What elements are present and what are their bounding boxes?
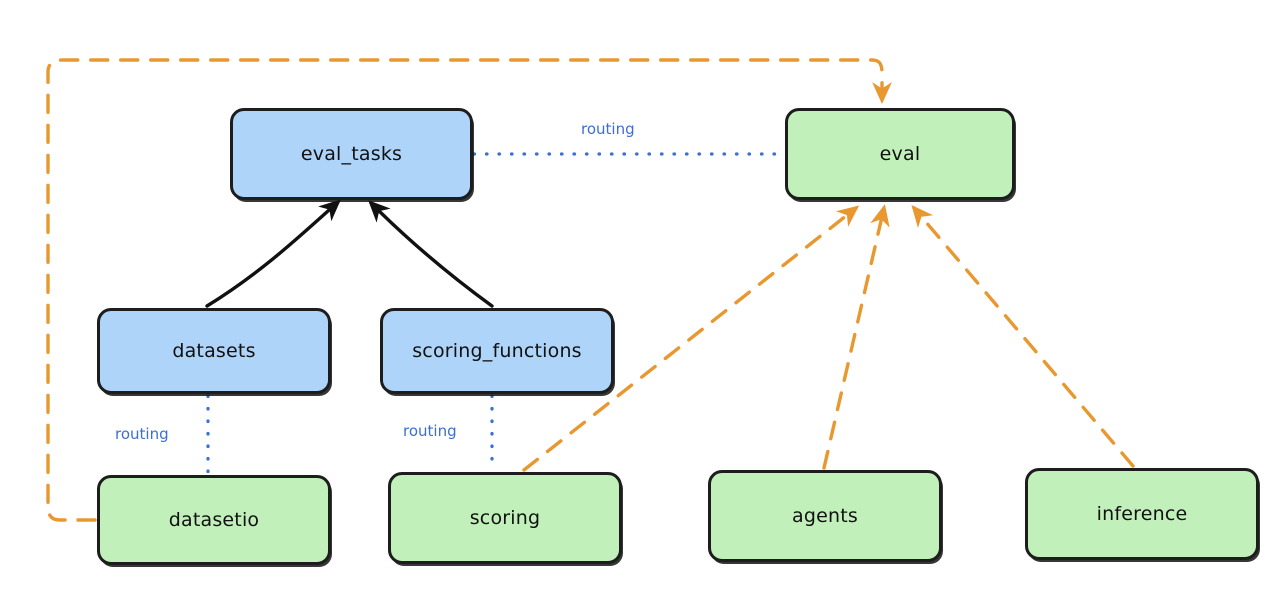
- node-inference-label: inference: [1096, 503, 1188, 525]
- edge-datasets-to-eval-tasks: [205, 199, 341, 308]
- edge-inference-to-eval-dependency: [911, 204, 1135, 468]
- node-agents-label: agents: [792, 505, 858, 527]
- edge-scoring-functions-to-eval-tasks: [368, 200, 494, 308]
- node-agents[interactable]: agents: [708, 470, 942, 562]
- node-datasets[interactable]: datasets: [97, 308, 331, 394]
- node-eval-label: eval: [879, 143, 921, 165]
- node-datasetio-label: datasetio: [168, 509, 260, 531]
- node-eval[interactable]: eval: [785, 108, 1015, 200]
- edge-datasetio-to-eval-dependency: [46, 58, 892, 522]
- edge-agents-to-eval-dependency: [822, 204, 890, 470]
- node-eval-tasks[interactable]: eval_tasks: [230, 108, 473, 200]
- edge-scoring-to-eval-dependency: [522, 205, 860, 472]
- edge-label-routing-eval-tasks: routing: [578, 120, 638, 138]
- node-datasetio[interactable]: datasetio: [97, 475, 331, 565]
- node-datasets-label: datasets: [172, 340, 256, 362]
- edge-label-routing-datasets: routing: [112, 425, 172, 443]
- node-scoring-functions-label: scoring_functions: [412, 340, 582, 362]
- node-scoring-functions[interactable]: scoring_functions: [380, 308, 614, 394]
- node-inference[interactable]: inference: [1025, 468, 1259, 560]
- node-scoring[interactable]: scoring: [388, 472, 622, 564]
- node-scoring-label: scoring: [469, 507, 541, 529]
- node-eval-tasks-label: eval_tasks: [300, 143, 403, 165]
- edge-label-routing-scoring-functions: routing: [400, 422, 460, 440]
